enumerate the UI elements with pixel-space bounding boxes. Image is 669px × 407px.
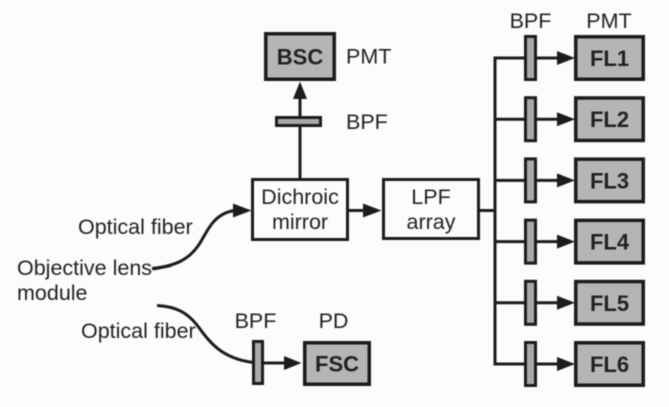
svg-text:PD: PD (319, 309, 349, 333)
svg-text:FL5: FL5 (590, 291, 629, 316)
svg-text:PMT: PMT (346, 45, 391, 69)
svg-text:FL4: FL4 (590, 230, 630, 255)
svg-text:module: module (17, 281, 88, 305)
svg-text:FSC: FSC (315, 352, 359, 377)
svg-text:Objective lens: Objective lens (17, 256, 152, 280)
svg-text:BPF: BPF (510, 9, 552, 33)
svg-text:FL6: FL6 (590, 352, 629, 377)
svg-text:FL3: FL3 (590, 168, 629, 193)
svg-text:LPF: LPF (411, 185, 450, 209)
svg-text:mirror: mirror (272, 210, 328, 234)
svg-text:FL2: FL2 (590, 107, 629, 132)
svg-text:Optical fiber: Optical fiber (81, 319, 196, 343)
svg-text:array: array (407, 210, 456, 234)
svg-text:Dichroic: Dichroic (261, 185, 339, 209)
svg-text:PMT: PMT (586, 9, 631, 33)
svg-text:BPF: BPF (235, 309, 277, 333)
svg-text:Optical fiber: Optical fiber (78, 215, 193, 239)
svg-text:BPF: BPF (346, 110, 388, 134)
svg-text:FL1: FL1 (590, 46, 629, 71)
svg-text:BSC: BSC (277, 45, 324, 70)
